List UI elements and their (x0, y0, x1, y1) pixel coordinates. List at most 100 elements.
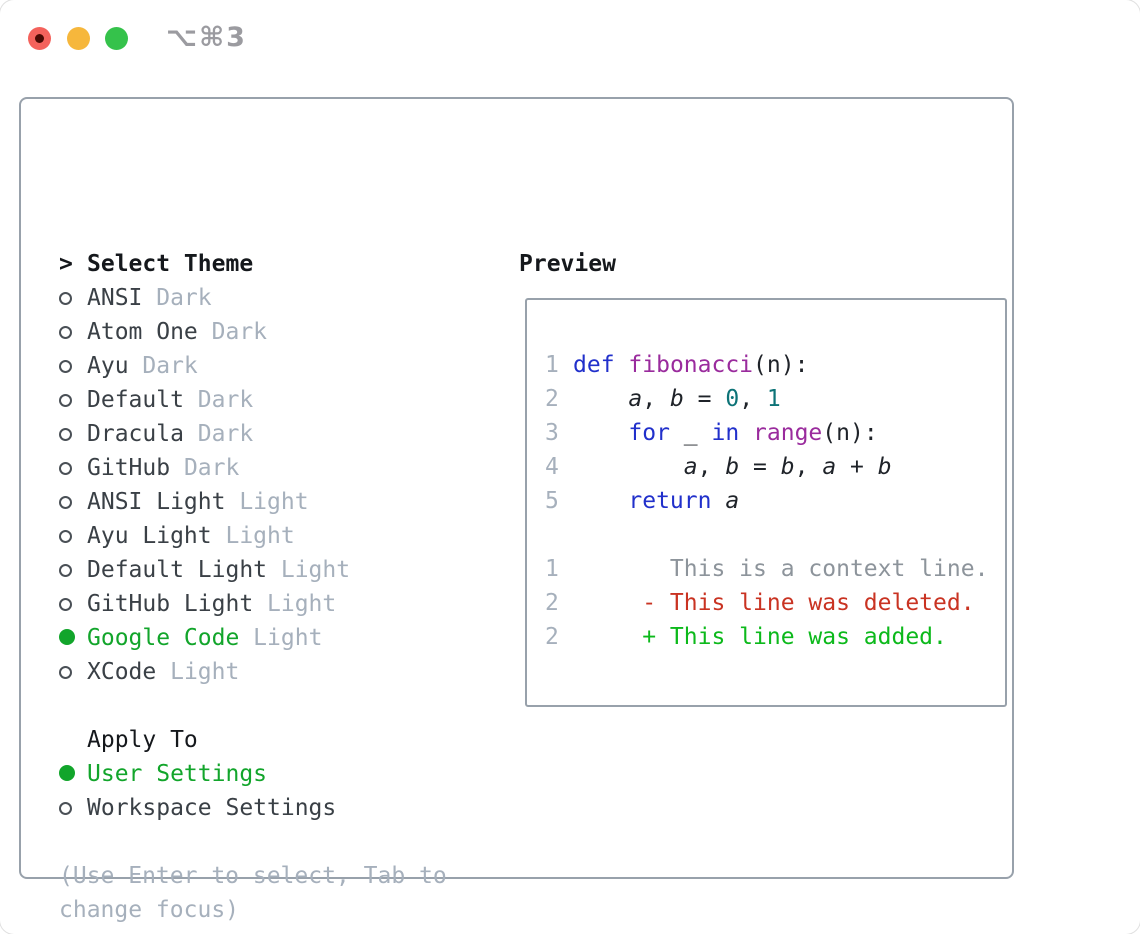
theme-name: GitHub Light (87, 591, 254, 617)
theme-name: ANSI (87, 285, 143, 311)
code-token: return (628, 488, 712, 514)
theme-option-xcode[interactable]: XCode Light (59, 655, 447, 689)
empty-circle-icon (59, 666, 72, 679)
line-number: 2 (545, 624, 559, 650)
code-token (739, 420, 753, 446)
theme-name: Atom One (87, 319, 198, 345)
theme-name: Default (87, 387, 184, 413)
theme-option-github-light[interactable]: GitHub Light Light (59, 587, 447, 621)
code-token: = (739, 454, 781, 480)
code-token: b (877, 454, 892, 480)
code-token: for (628, 420, 670, 446)
preview-title: Preview (519, 251, 616, 277)
apply-to-header: Apply To (59, 723, 447, 757)
radio-icon (59, 281, 87, 315)
select-theme-title: Select Theme (87, 251, 254, 277)
prompt-icon: > (59, 251, 73, 277)
code-token: 0 (725, 386, 740, 412)
code-token: range (753, 420, 823, 446)
code-line: 3 for _ in range(n): (545, 416, 1005, 450)
theme-option-ayu[interactable]: Ayu Dark (59, 349, 447, 383)
theme-option-google-code[interactable]: Google Code Light (59, 621, 447, 655)
code-token: _ (669, 420, 712, 446)
theme-variant: Light (211, 523, 295, 549)
theme-name: GitHub (87, 455, 171, 481)
radio-icon (59, 791, 87, 825)
zoom-button[interactable] (105, 27, 128, 50)
theme-option-default-light[interactable]: Default Light Light (59, 553, 447, 587)
theme-option-atom-one[interactable]: Atom One Dark (59, 315, 447, 349)
theme-variant: Dark (183, 421, 254, 447)
code-token: a (683, 454, 698, 480)
line-number: 1 (545, 352, 559, 378)
code-token: fibonacci (628, 352, 754, 378)
code-token: a (822, 454, 837, 480)
code-line: 5 return a (545, 484, 1005, 518)
help-text-line-1: (Use Enter to select, Tab to (59, 863, 447, 889)
code-token: = (683, 386, 726, 412)
line-number: 2 (545, 590, 559, 616)
minimize-button[interactable] (67, 27, 90, 50)
apply-to-title: Apply To (87, 727, 198, 753)
radio-icon (59, 417, 87, 451)
window-title: ⌥⌘3 (166, 22, 247, 53)
gap (59, 825, 447, 859)
radio-icon (59, 519, 87, 553)
empty-circle-icon (59, 530, 72, 543)
gap (59, 689, 447, 723)
line-number: 5 (545, 488, 559, 514)
code-token (711, 488, 725, 514)
empty-circle-icon (59, 462, 72, 475)
line-number: 4 (545, 454, 559, 480)
empty-circle-icon (59, 564, 72, 577)
code-token: This is a context line. (573, 556, 989, 582)
code-token: a (725, 488, 740, 514)
theme-option-ansi-light[interactable]: ANSI Light Light (59, 485, 447, 519)
code-token: in (711, 420, 740, 446)
theme-option-ayu-light[interactable]: Ayu Light Light (59, 519, 447, 553)
theme-variant: Light (267, 557, 351, 583)
empty-circle-icon (59, 292, 72, 305)
code-token (573, 454, 684, 480)
code-line: 4 a, b = b, a + b (545, 450, 1005, 484)
code-token (573, 386, 628, 412)
code-token: b (669, 386, 684, 412)
radio-selected-icon (59, 757, 87, 791)
theme-option-default[interactable]: Default Dark (59, 383, 447, 417)
help-text-line-2: change focus) (59, 897, 240, 923)
code-token: , (739, 386, 767, 412)
apply-option-label: User Settings (87, 761, 268, 787)
code-line: 2 - This line was deleted. (545, 586, 1005, 620)
radio-icon (59, 587, 87, 621)
theme-variant: Light (225, 489, 309, 515)
theme-variant: Dark (170, 455, 240, 481)
empty-circle-icon (59, 394, 72, 407)
code-token: (n): (822, 420, 878, 446)
empty-circle-icon (59, 496, 72, 509)
code-line: 2 a, b = 0, 1 (545, 382, 1005, 416)
apply-option-user-settings[interactable]: User Settings (59, 757, 447, 791)
theme-option-github[interactable]: GitHub Dark (59, 451, 447, 485)
empty-circle-icon (59, 326, 72, 339)
code-line (545, 518, 1005, 552)
theme-name: Google Code (87, 625, 240, 651)
radio-icon (59, 383, 87, 417)
code-token (573, 420, 628, 446)
theme-variant: Dark (183, 387, 254, 413)
apply-option-workspace-settings[interactable]: Workspace Settings (59, 791, 447, 825)
line-number: 2 (545, 386, 559, 412)
theme-variant: Light (156, 659, 240, 685)
code-token (573, 488, 628, 514)
theme-option-ansi[interactable]: ANSI Dark (59, 281, 447, 315)
theme-variant: Dark (197, 319, 268, 345)
code-token (615, 352, 629, 378)
code-token: b (725, 454, 740, 480)
code-token: 1 (766, 386, 781, 412)
code-token: def (573, 352, 615, 378)
theme-option-dracula[interactable]: Dracula Dark (59, 417, 447, 451)
close-button[interactable] (28, 27, 51, 50)
